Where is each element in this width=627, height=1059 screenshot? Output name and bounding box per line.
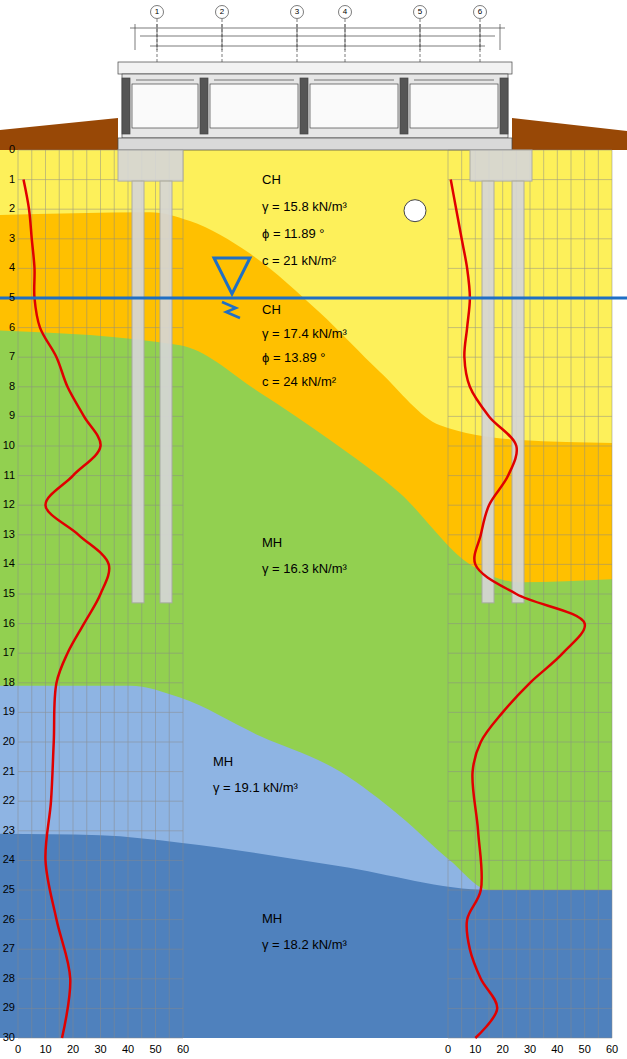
spt-scale-number: 10 <box>469 1043 481 1056</box>
embankment <box>512 118 627 150</box>
spt-scale-number: 40 <box>551 1043 563 1056</box>
depth-number: 3 <box>9 232 15 245</box>
depth-number: 27 <box>3 942 15 955</box>
soil-property: c = 24 kN/m² <box>262 374 347 390</box>
spt-grid <box>18 150 183 1038</box>
soil-property: ϕ = 13.89 ° <box>262 350 347 366</box>
mh-light-layer <box>0 686 612 1038</box>
depth-number: 21 <box>3 765 15 778</box>
soil-property: ϕ = 11.89 ° <box>262 226 347 242</box>
depth-number: 20 <box>3 735 15 748</box>
spt-scale-number: 10 <box>39 1043 51 1056</box>
mh-dark-layer <box>0 834 612 1038</box>
soil-layer-label: CH γ = 17.4 kN/m³ ϕ = 13.89 ° c = 24 kN/m² <box>262 302 347 398</box>
depth-number: 13 <box>3 528 15 541</box>
depth-number: 16 <box>3 617 15 630</box>
soil-property: CH <box>262 172 347 188</box>
soil-layer-label: MH γ = 16.3 kN/m³ <box>262 535 347 587</box>
sample-marker <box>404 200 426 222</box>
depth-number: 4 <box>9 261 15 274</box>
soil-property: γ = 16.3 kN/m³ <box>262 561 347 577</box>
depth-number: 14 <box>3 557 15 570</box>
spt-grid <box>448 150 612 1038</box>
soil-property: CH <box>262 302 347 318</box>
spt-scale-number: 0 <box>15 1043 21 1056</box>
soil-property: γ = 19.1 kN/m³ <box>213 780 298 796</box>
depth-number: 18 <box>3 676 15 689</box>
spt-curve <box>24 180 110 1038</box>
axis-number: 1 <box>155 7 159 17</box>
depth-number: 10 <box>3 439 15 452</box>
depth-number: 11 <box>4 469 15 482</box>
depth-number: 24 <box>3 853 15 866</box>
spt-scale-number: 20 <box>67 1043 79 1056</box>
pile-group <box>118 150 183 603</box>
soil-property: c = 21 kN/m² <box>262 253 347 269</box>
spt-scale-number: 30 <box>94 1043 106 1056</box>
axis-number: 5 <box>418 7 422 17</box>
soil-property: γ = 15.8 kN/m³ <box>262 199 347 215</box>
soil-property: MH <box>262 911 347 927</box>
soil-property: γ = 17.4 kN/m³ <box>262 326 347 342</box>
soil-layer-label: MH γ = 19.1 kN/m³ <box>213 754 298 806</box>
soil-property: MH <box>213 754 298 770</box>
depth-number: 28 <box>3 972 15 985</box>
depth-number: 19 <box>3 705 15 718</box>
spt-scale-number: 30 <box>524 1043 536 1056</box>
depth-number: 12 <box>3 498 15 511</box>
depth-number: 0 <box>9 143 15 156</box>
soil-property: γ = 18.2 kN/m³ <box>262 937 347 953</box>
embankment <box>0 118 118 150</box>
spt-scale-number: 50 <box>149 1043 161 1056</box>
depth-number: 5 <box>9 291 15 304</box>
soil-layer-label: CH γ = 15.8 kN/m³ ϕ = 11.89 ° c = 21 kN/m² <box>262 172 347 280</box>
depth-number: 15 <box>3 587 15 600</box>
depth-number: 22 <box>3 794 15 807</box>
ch-upper-layer <box>0 150 612 1038</box>
depth-number: 7 <box>9 350 15 363</box>
depth-number: 25 <box>3 883 15 896</box>
depth-number: 8 <box>9 380 15 393</box>
soil-property: MH <box>262 535 347 551</box>
depth-number: 26 <box>3 913 15 926</box>
depth-number: 2 <box>9 202 15 215</box>
axis-number: 4 <box>343 7 347 17</box>
depth-number: 30 <box>3 1031 15 1044</box>
depth-number: 17 <box>3 646 15 659</box>
spt-curve <box>451 180 585 1038</box>
depth-number: 9 <box>9 409 15 422</box>
spt-scale-number: 60 <box>606 1043 618 1056</box>
axis-number: 6 <box>478 7 482 17</box>
spt-scale-number: 60 <box>177 1043 189 1056</box>
axis-number: 2 <box>220 7 224 17</box>
spt-scale-number: 40 <box>122 1043 134 1056</box>
depth-number: 6 <box>9 321 15 334</box>
depth-number: 23 <box>3 824 15 837</box>
axis-number: 3 <box>295 7 299 17</box>
spt-scale-number: 50 <box>579 1043 591 1056</box>
spt-scale-number: 0 <box>445 1043 451 1056</box>
depth-number: 1 <box>9 173 15 186</box>
soil-layer-label: MH γ = 18.2 kN/m³ <box>262 911 347 963</box>
spt-scale-number: 20 <box>497 1043 509 1056</box>
pile-group <box>470 150 532 603</box>
bridge-drawing <box>118 6 512 151</box>
depth-number: 29 <box>3 1001 15 1014</box>
